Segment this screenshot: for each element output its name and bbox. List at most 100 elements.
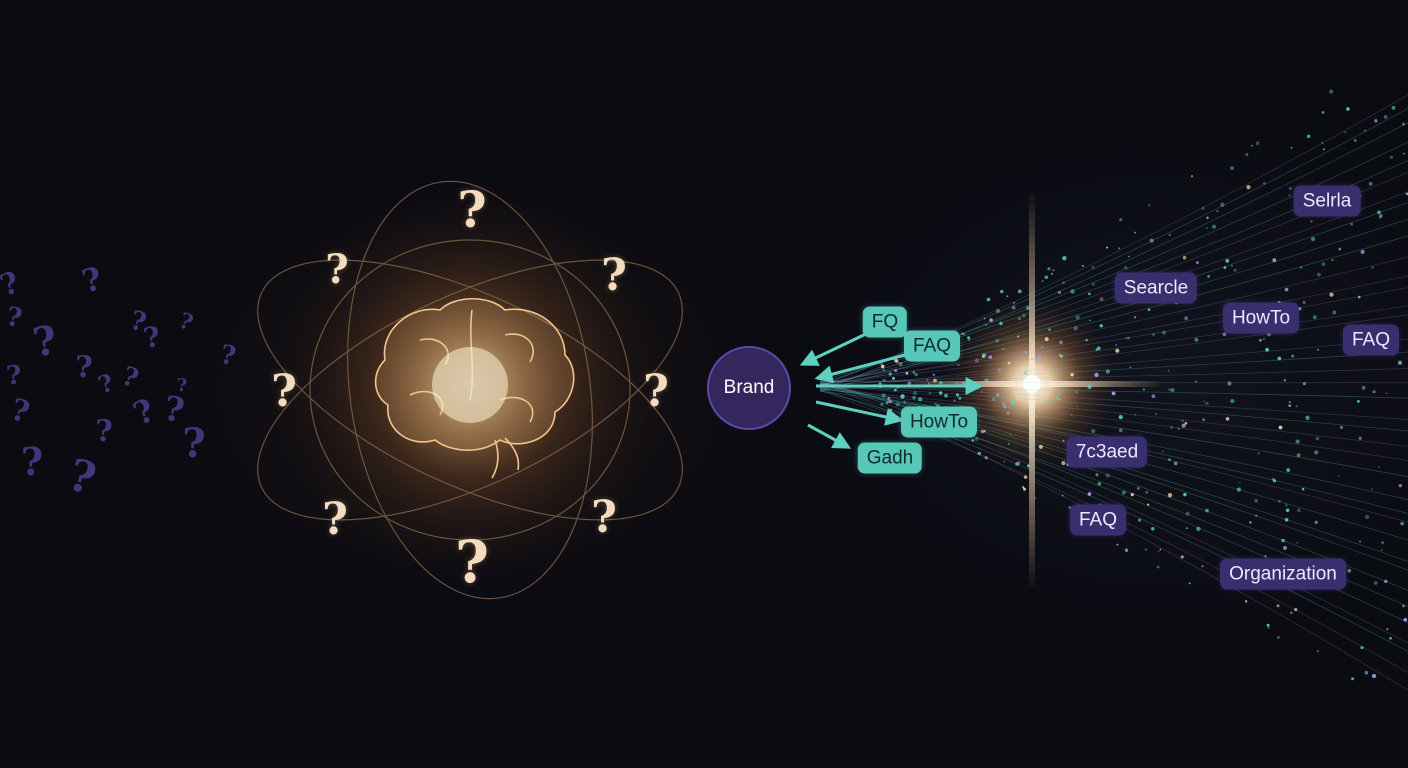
particle-dot [1181,423,1186,428]
particle-dot [963,332,966,336]
tag-searcle: Searcle [1114,272,1198,304]
particle-dot [1124,548,1129,552]
particle-dot [1022,486,1025,489]
particle-dot [1201,565,1204,568]
particle-dot [1384,579,1388,584]
question-mark-icon: ? [20,439,44,484]
particle-dot [1405,192,1408,196]
particle-dot [980,429,985,434]
particle-dot [1321,142,1323,144]
brand-arrows [799,330,984,449]
particle-dot [1115,348,1120,353]
particle-dot [1374,119,1378,123]
particle-dot [1162,330,1166,335]
particle-dot [933,378,937,383]
particle-dot [1368,181,1373,186]
particle-dot [1133,316,1137,319]
particle-dot [1246,185,1251,190]
particle-dot [1206,216,1209,220]
particle-dot [1147,503,1150,506]
particle-dot [1023,475,1028,479]
stream-line [819,202,1408,392]
particle-dot [1006,295,1009,298]
particle-dot [1360,646,1364,650]
particle-dot [1364,514,1370,520]
particle-dot [1059,340,1063,345]
particle-dot [905,371,909,375]
particle-dot [1233,268,1237,272]
particle-dot [1122,490,1126,495]
particle-dot [1300,266,1303,269]
question-mark-icon: ? [591,492,617,543]
particle-dot [961,332,964,335]
particle-dot [1038,444,1043,449]
particle-dot [1050,272,1054,276]
particle-dot [1151,527,1155,531]
particle-dot [1264,554,1267,558]
particle-dot [928,382,930,385]
particle-dot [1359,540,1362,543]
particle-dot [1041,280,1044,282]
particle-dot [1364,129,1367,132]
particle-dot [1023,487,1026,491]
particle-dot [1168,388,1172,392]
stream-line [819,94,1408,388]
particle-dot [1378,466,1380,469]
particle-dot [1310,236,1316,242]
stream-line [819,275,1408,386]
particle-dot [989,318,993,322]
particle-dot [974,437,979,442]
particle-dot [1281,538,1285,543]
particle-dot [1134,231,1136,234]
particle-dot [1047,267,1051,271]
particle-dot [1383,115,1388,119]
particle-dot [1161,450,1164,453]
particle-dot [1284,287,1289,292]
particle-dot [1397,360,1403,365]
brand-node: Brand [707,346,791,430]
particle-dot [995,308,1001,314]
particle-dot [1254,498,1259,503]
particle-dot [1373,581,1378,585]
particle-dot [1284,518,1289,522]
particle-dot [1061,494,1064,497]
particle-dot [1357,295,1361,299]
particle-dot [1385,392,1388,395]
particle-dot [1353,139,1357,142]
particle-dot [1044,275,1049,280]
particle-dot [1323,148,1325,151]
particle-dot [1195,380,1197,383]
particle-dot [1306,134,1311,139]
particle-dot [912,395,916,400]
particle-dot [1285,504,1288,507]
particle-dot [988,355,993,359]
particle-dot [1094,372,1099,378]
tag-fq: FQ [862,306,908,338]
particle-dot [1380,549,1383,551]
particle-dot [1331,259,1334,262]
question-mark-icon: ? [75,350,93,385]
particle-dot [944,393,948,398]
particle-dot [1391,105,1396,110]
particle-dot [885,401,889,405]
particle-dot [1301,487,1305,491]
particle-dot [1183,492,1187,497]
particle-dot [1157,550,1160,553]
particle-dot [888,399,892,404]
particle-dot [1338,247,1342,251]
particle-dot [957,363,960,367]
question-mark-icon: ? [271,366,297,417]
particle-dot [1329,89,1334,94]
particle-dot [1201,206,1205,210]
particle-dot [1145,491,1149,494]
particle-dot [1091,428,1096,434]
particle-dot [1371,488,1373,490]
particle-dot [1087,384,1092,389]
particle-dot [1266,623,1270,627]
particle-dot [1105,473,1110,478]
particle-dot [1152,333,1155,336]
stream-line [819,191,1408,387]
particle-dot [1017,316,1022,321]
particle-dot [984,378,989,383]
